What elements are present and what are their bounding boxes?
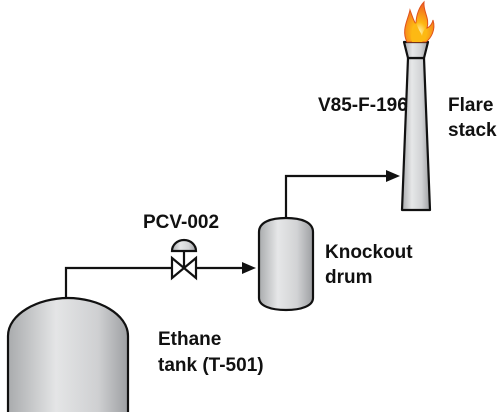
flow-arrow-icon [242, 262, 256, 274]
pipe-drum-to-flare [284, 174, 386, 218]
flare-stack-label-line1: Flare [448, 95, 493, 116]
drum-label-line2: drum [325, 267, 373, 288]
pipe-tank-to-valve [64, 266, 172, 298]
tank-label-line1: Ethane [158, 329, 221, 350]
flare-stack [400, 56, 432, 212]
flare-tip [402, 40, 430, 60]
control-valve-icon [170, 238, 198, 281]
flame-icon [404, 0, 435, 43]
flow-arrow-icon [386, 170, 400, 182]
flare-tag-label: V85-F-196 [318, 95, 408, 116]
drum-label-line1: Knockout [325, 242, 413, 263]
ethane-tank [6, 296, 130, 412]
valve-tag-label: PCV-002 [143, 212, 219, 233]
flare-stack-label-line2: stack [448, 120, 497, 141]
tank-label-line2: tank (T-501) [158, 355, 264, 376]
knockout-drum [257, 216, 315, 312]
